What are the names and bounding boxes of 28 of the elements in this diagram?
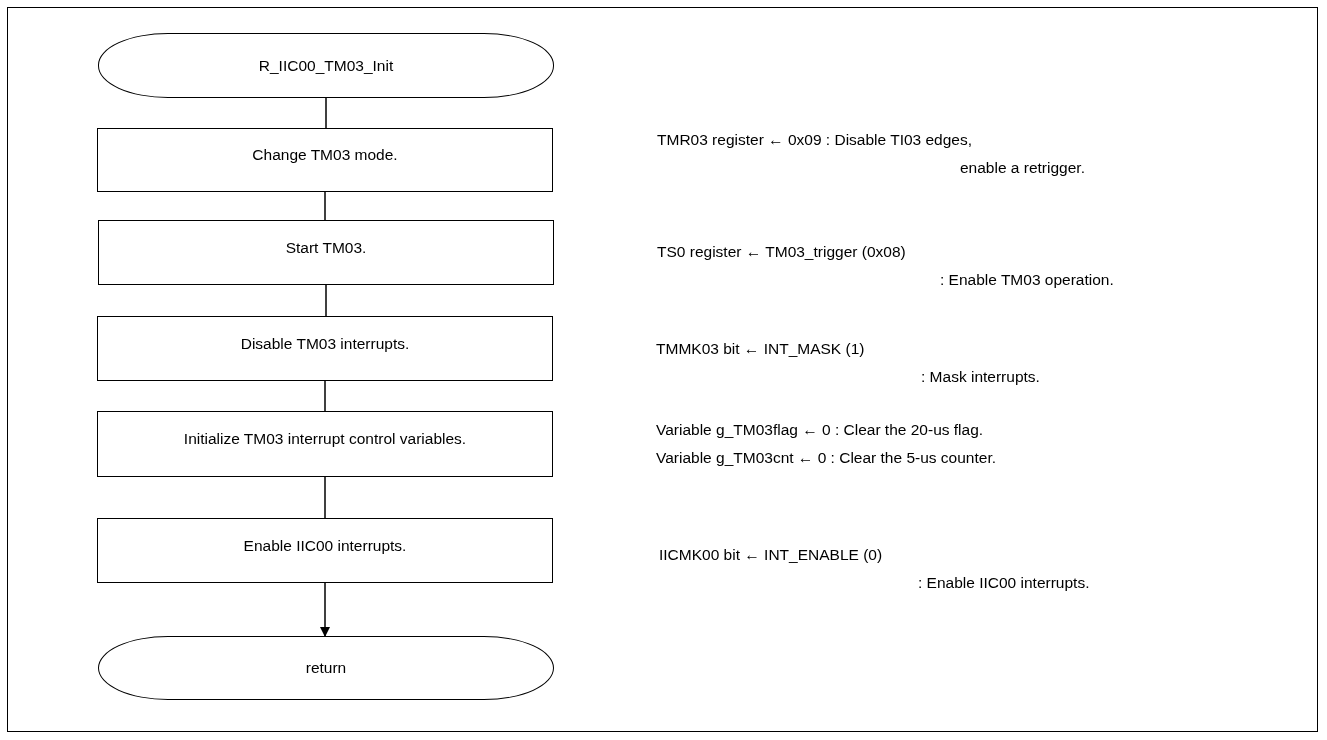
step-label: Disable TM03 interrupts. [240,334,410,352]
register-note: TMMK03 bit ← INT_MASK (1) [656,341,865,357]
connector-line [324,476,326,519]
register-note: Variable g_TM03flag ← 0 : Clear the 20-us flag. [656,422,984,438]
connector-line [325,97,327,129]
step-label: Start TM03. [285,238,367,256]
process-box [97,411,553,477]
process-box [98,220,554,285]
connector-line [325,284,327,317]
register-note: : Enable TM03 operation. [940,272,1114,288]
step-label: Change TM03 mode. [252,146,398,164]
arrow [320,582,330,637]
register-note: TMR03 register ← 0x09 : Disable TI03 edges, [657,132,973,148]
register-note: TS0 register ← TM03_trigger (0x08) [657,244,906,260]
process-box [97,518,553,583]
register-note: Variable g_TM03cnt ← 0 : Clear the 5-us counter. [656,450,997,466]
register-note: enable a retrigger. [960,160,1085,176]
register-note: IICMK00 bit ← INT_ENABLE (0) [659,547,883,563]
step-label: Enable IIC00 interrupts. [243,536,407,554]
register-note: : Enable IIC00 interrupts. [918,575,1090,591]
connector-line [324,380,326,412]
terminal-label: return [305,659,347,677]
register-note: : Mask interrupts. [921,369,1040,385]
step-label: Initialize TM03 interrupt control variables. [183,430,467,448]
process-box [97,128,553,192]
process-box [97,316,553,381]
terminal-label: R_IIC00_TM03_Init [258,56,394,74]
connector-line [324,191,326,221]
